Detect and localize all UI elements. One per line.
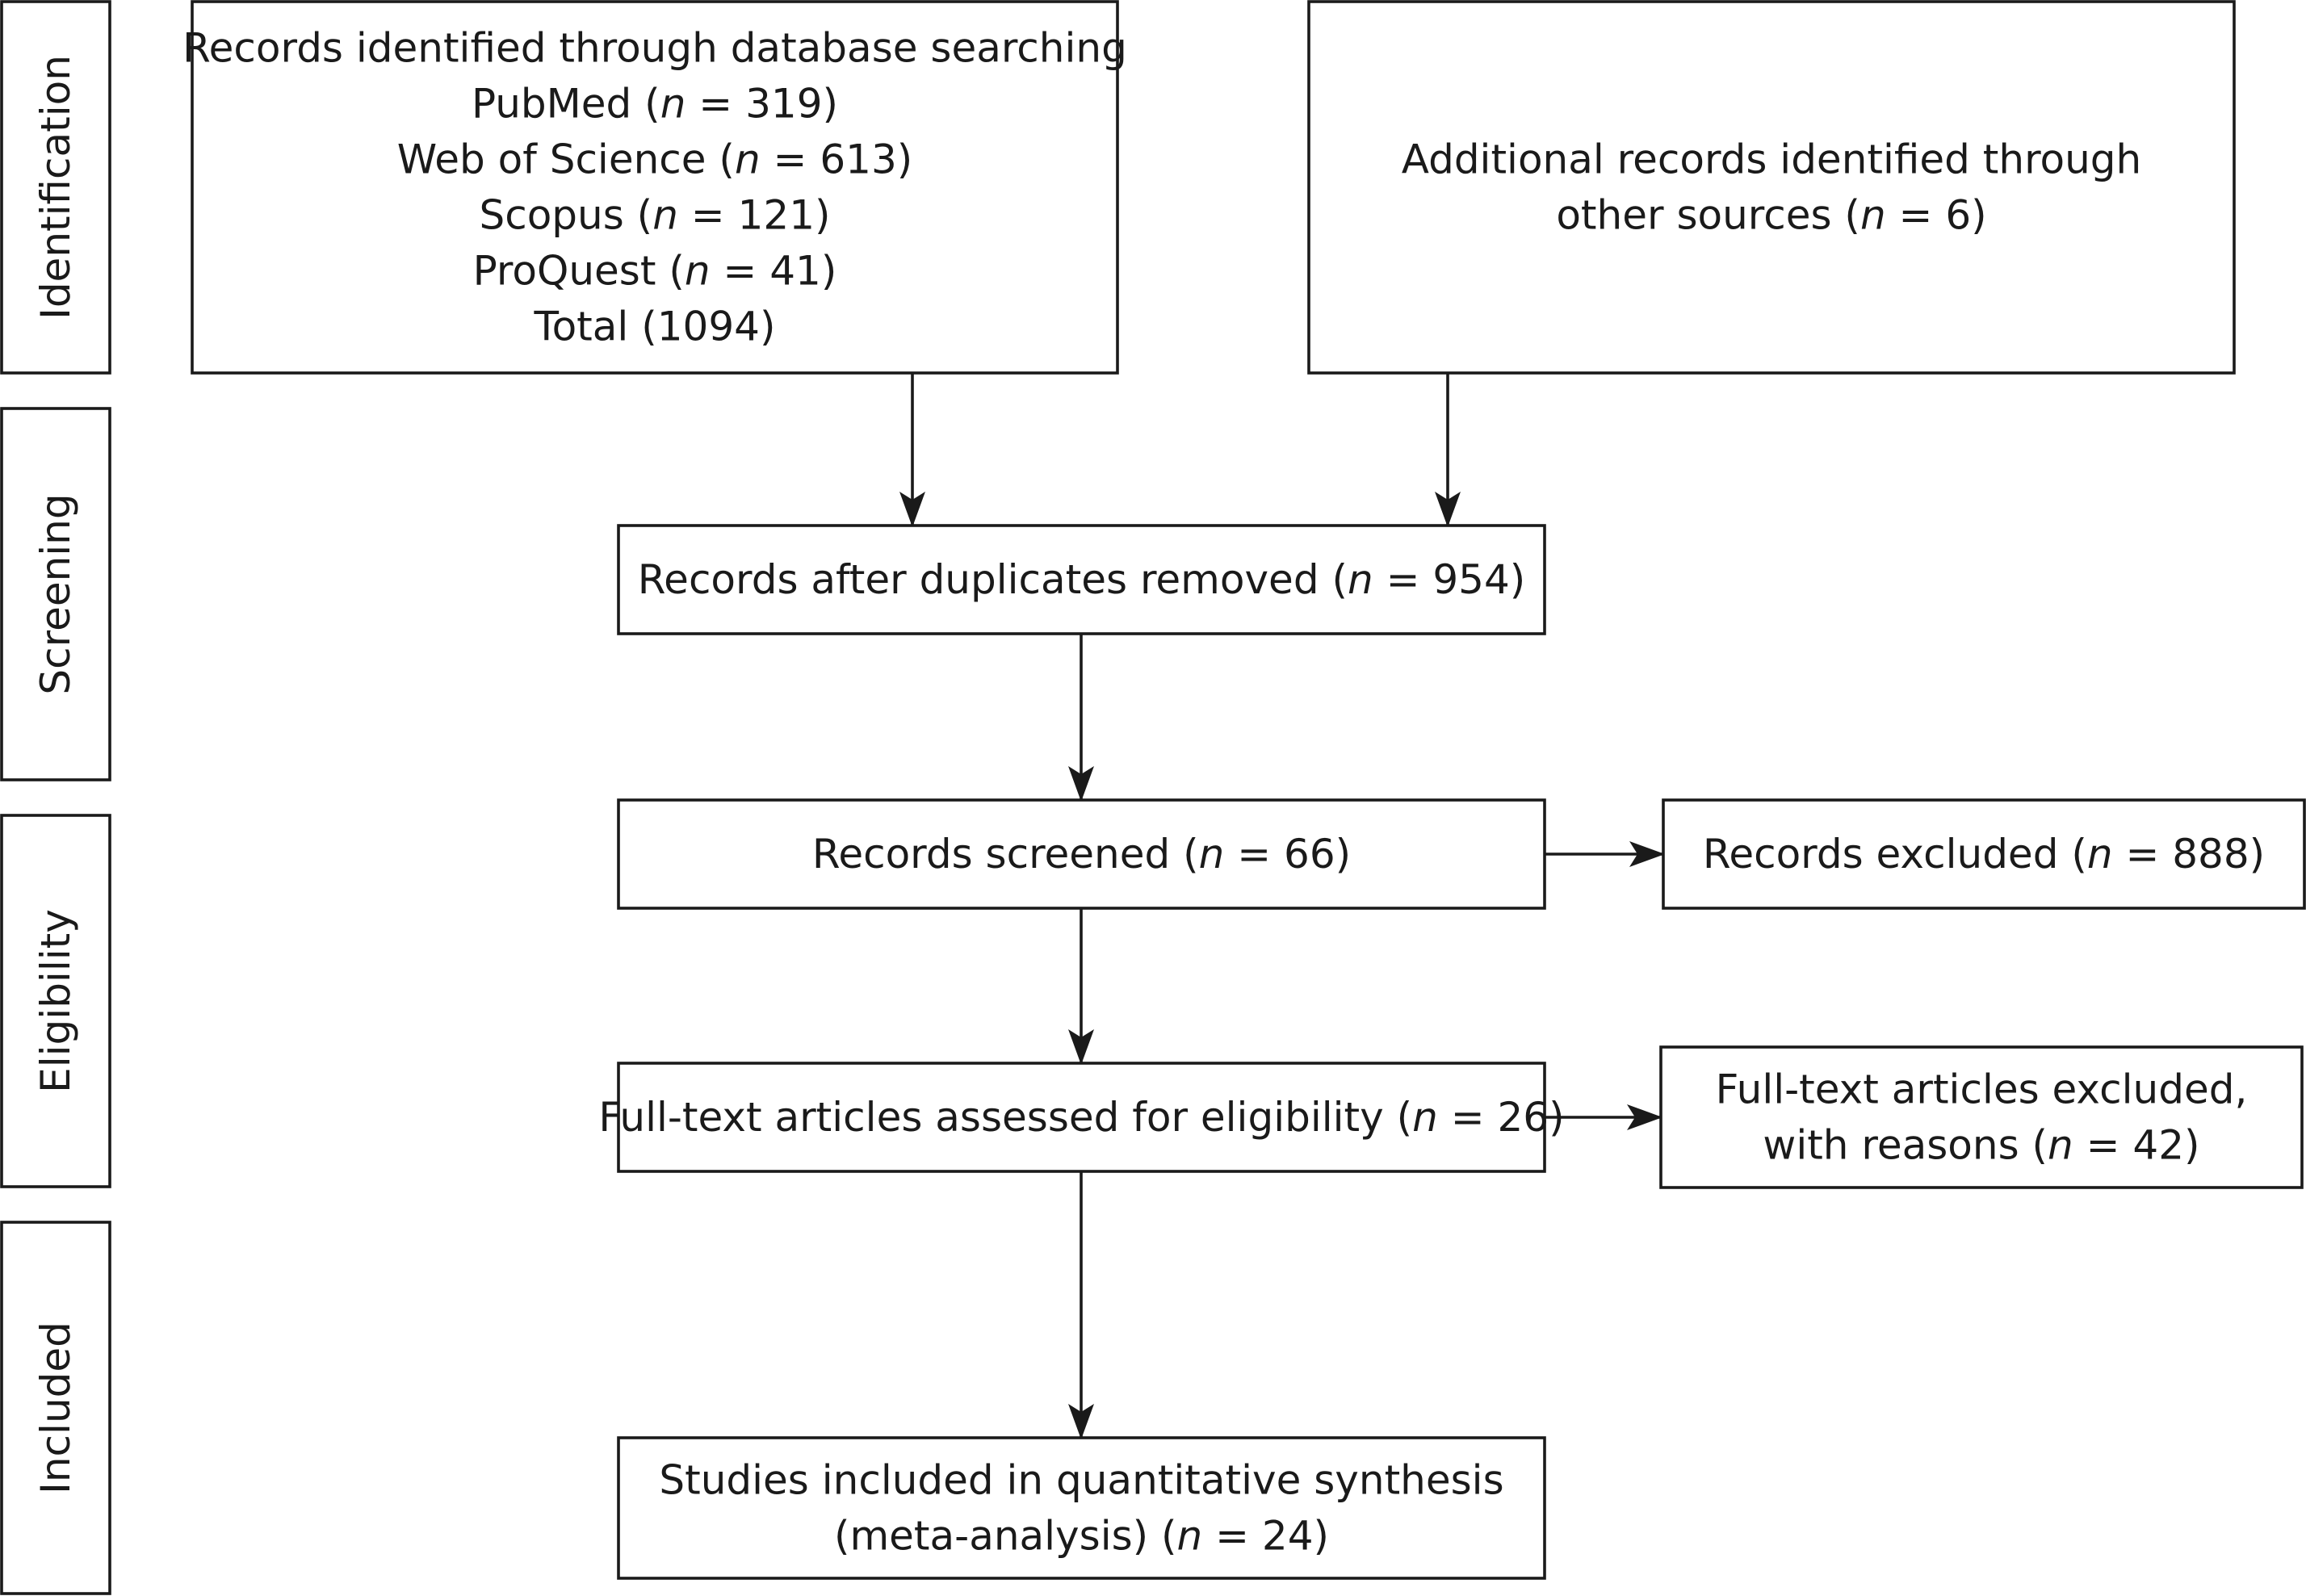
sample-size-symbol: n bbox=[1177, 1513, 1203, 1560]
sample-size-symbol: n bbox=[652, 192, 678, 239]
text-run: Total (1094) bbox=[534, 304, 776, 350]
box-records-screened-line-0: Records screened (n = 66) bbox=[812, 831, 1351, 878]
text-run: with reasons ( bbox=[1763, 1122, 2048, 1169]
box-studies-included-line-0: Studies included in quantitative synthes… bbox=[659, 1457, 1503, 1504]
text-run: Records identified through database sear… bbox=[182, 25, 1127, 72]
box-other-sources-line-0: Additional records identified through bbox=[1402, 136, 2141, 183]
box-studies-included-frame bbox=[617, 1436, 1546, 1580]
box-database-search-line-2: Web of Science (n = 613) bbox=[397, 136, 913, 183]
text-run: = 41) bbox=[711, 248, 837, 295]
text-run: = 6) bbox=[1886, 192, 1987, 239]
box-database-search-frame bbox=[191, 0, 1119, 375]
arrows-layer bbox=[899, 373, 1665, 1439]
box-database-search-line-5: Total (1094) bbox=[534, 304, 776, 350]
text-run: PubMed ( bbox=[472, 81, 660, 128]
box-database-search-line-1: PubMed (n = 319) bbox=[472, 81, 838, 128]
phase-identification-label: Identification bbox=[32, 55, 79, 320]
text-run: = 121) bbox=[678, 192, 831, 239]
text-run: other sources ( bbox=[1556, 192, 1860, 239]
boxes-layer: Records identified through database sear… bbox=[182, 0, 2306, 1580]
box-records-excluded-line-0: Records excluded (n = 888) bbox=[1703, 831, 2265, 878]
box-full-text-excluded-frame bbox=[1659, 1045, 2304, 1189]
text-run: = 319) bbox=[686, 81, 838, 128]
phase-identification: Identification bbox=[0, 0, 111, 375]
box-full-text-assessed: Full-text articles assessed for eligibil… bbox=[598, 1062, 1565, 1173]
text-run: Records after duplicates removed ( bbox=[638, 556, 1348, 603]
box-records-excluded: Records excluded (n = 888) bbox=[1662, 798, 2306, 910]
text-run: = 42) bbox=[2073, 1122, 2200, 1169]
phase-labels-layer: IdentificationScreeningEligibilityInclud… bbox=[0, 0, 111, 1595]
box-duplicates-removed: Records after duplicates removed (n = 95… bbox=[617, 524, 1546, 635]
text-run: Full-text articles assessed for eligibil… bbox=[598, 1094, 1412, 1141]
phase-identification-frame bbox=[0, 0, 111, 375]
text-run: Records excluded ( bbox=[1703, 831, 2087, 878]
box-studies-included: Studies included in quantitative synthes… bbox=[617, 1436, 1546, 1580]
sample-size-symbol: n bbox=[660, 81, 686, 128]
box-full-text-excluded-line-0: Full-text articles excluded, bbox=[1716, 1066, 2248, 1113]
phase-included-label: Included bbox=[32, 1322, 79, 1494]
box-full-text-assessed-frame bbox=[617, 1062, 1546, 1173]
box-database-search-line-4: ProQuest (n = 41) bbox=[473, 248, 837, 295]
box-other-sources: Additional records identified through oth… bbox=[1307, 0, 2236, 375]
sample-size-symbol: n bbox=[1412, 1094, 1438, 1141]
text-run: = 613) bbox=[761, 136, 913, 183]
sample-size-symbol: n bbox=[2087, 831, 2113, 878]
phase-included: Included bbox=[0, 1221, 111, 1595]
box-other-sources-line-1: other sources (n = 6) bbox=[1556, 192, 1986, 239]
text-run: (meta-analysis) ( bbox=[834, 1513, 1177, 1560]
sample-size-symbol: n bbox=[1860, 192, 1886, 239]
phase-eligibility-label: Eligibility bbox=[32, 909, 79, 1093]
phase-included-frame bbox=[0, 1221, 111, 1595]
box-records-screened: Records screened (n = 66) bbox=[617, 798, 1546, 910]
box-database-search-line-0: Records identified through database sear… bbox=[182, 25, 1127, 72]
box-full-text-excluded: Full-text articles excluded, with reasons… bbox=[1659, 1045, 2304, 1189]
box-duplicates-removed-line-0: Records after duplicates removed (n = 95… bbox=[638, 556, 1526, 603]
box-records-screened-frame bbox=[617, 798, 1546, 910]
box-records-excluded-frame bbox=[1662, 798, 2306, 910]
sample-size-symbol: n bbox=[1348, 556, 1373, 603]
text-run: Studies included in quantitative synthes… bbox=[659, 1457, 1503, 1504]
box-studies-included-line-1: (meta-analysis) (n = 24) bbox=[834, 1513, 1329, 1560]
text-run: = 24) bbox=[1202, 1513, 1329, 1560]
text-run: = 954) bbox=[1373, 556, 1526, 603]
sample-size-symbol: n bbox=[685, 248, 711, 295]
sample-size-symbol: n bbox=[1199, 831, 1225, 878]
phase-screening: Screening bbox=[0, 407, 111, 781]
text-run: = 26) bbox=[1438, 1094, 1565, 1141]
box-full-text-excluded-line-1: with reasons (n = 42) bbox=[1763, 1122, 2199, 1169]
box-full-text-assessed-line-0: Full-text articles assessed for eligibil… bbox=[598, 1094, 1564, 1141]
text-run: Web of Science ( bbox=[397, 136, 735, 183]
sample-size-symbol: n bbox=[2048, 1122, 2073, 1169]
text-run: = 66) bbox=[1224, 831, 1351, 878]
box-other-sources-frame bbox=[1307, 0, 2236, 375]
text-run: Records screened ( bbox=[812, 831, 1199, 878]
text-run: Scopus ( bbox=[479, 192, 652, 239]
text-run: = 888) bbox=[2113, 831, 2266, 878]
sample-size-symbol: n bbox=[735, 136, 761, 183]
phase-screening-frame bbox=[0, 407, 111, 781]
box-database-search-line-3: Scopus (n = 121) bbox=[479, 192, 830, 239]
phase-screening-label: Screening bbox=[32, 493, 79, 694]
box-database-search: Records identified through database sear… bbox=[182, 0, 1127, 375]
text-run: Additional records identified through bbox=[1402, 136, 2141, 183]
text-run: ProQuest ( bbox=[473, 248, 685, 295]
box-duplicates-removed-frame bbox=[617, 524, 1546, 635]
text-run: Full-text articles excluded, bbox=[1716, 1066, 2248, 1113]
phase-eligibility-frame bbox=[0, 814, 111, 1188]
phase-eligibility: Eligibility bbox=[0, 814, 111, 1188]
